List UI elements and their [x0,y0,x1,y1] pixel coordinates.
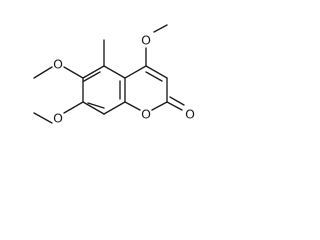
oxygen-label-6-methoxy: O [53,57,63,72]
bond-c7-o [63,101,84,114]
bond-c2-carbonyl-1 [166,101,183,111]
bond-c7-c8 [82,101,105,115]
benzene-ring [82,65,126,115]
oxygen-label-4-methoxy: O [141,33,151,48]
bond-o1-c8a [124,101,141,111]
bond-c4a-c5 [103,65,126,79]
bond-c4-c3 [145,65,168,79]
bond-c4a-c4 [124,65,147,79]
oxygen-label-7-methoxy: O [53,111,63,126]
bond-c4-c3-inner [145,71,163,82]
bond-c7-c8-inner [87,102,105,109]
bond-o-ch3-6 [33,66,53,79]
oxygen-label-ring: O [141,107,151,122]
chemical-structure-diagram: O O O O O [33,24,195,126]
oxygen-label-carbonyl: O [185,107,195,122]
bond-o-ch3-4 [153,24,168,33]
bond-o-ch3-7 [33,112,53,124]
bond-c8-c8a [103,101,126,115]
bond-c2-carbonyl-2 [169,96,185,106]
bond-c2-o1 [151,101,168,111]
bond-c6-o [63,66,84,79]
pyranone-ring [124,65,168,111]
bond-c6-c6-inner [83,71,101,82]
bond-c5-c6 [82,65,105,79]
